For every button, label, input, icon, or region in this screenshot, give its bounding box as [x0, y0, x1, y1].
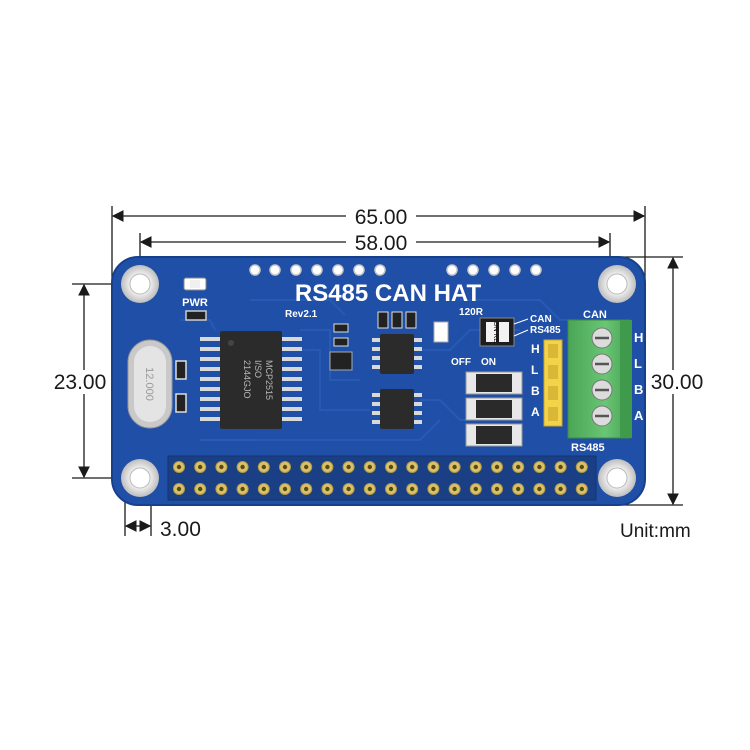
hole-offset-label: 3.00: [160, 518, 201, 541]
dip-switch: [433, 317, 515, 347]
gpio-pin-hole: [579, 464, 584, 470]
board-revision: Rev2.1: [285, 309, 318, 320]
gpio-pin-hole: [494, 464, 500, 470]
gpio-pin-hole: [304, 464, 309, 470]
resistor-a: [333, 323, 349, 333]
gpio-pin-hole: [367, 464, 372, 470]
gpio-pin-hole: [473, 464, 478, 470]
terminal-letter-h: H: [634, 330, 643, 345]
switch-leader-2: [513, 329, 529, 337]
resistor-c: [377, 311, 389, 329]
mount-hole-top-left: [121, 265, 159, 303]
gpio-pin-hole: [410, 486, 415, 492]
terminal-letter-l: L: [634, 356, 642, 371]
height-overall-label: 30.00: [651, 371, 704, 394]
cap-2: [175, 393, 187, 413]
gpio-pin-hole: [261, 486, 266, 492]
mount-hole-top-right: [598, 265, 636, 303]
transceiver-chip-2: [372, 389, 422, 429]
gpio-pin-hole: [176, 486, 182, 492]
gpio-pin-hole: [198, 464, 203, 470]
width-holes-label: 58.00: [355, 232, 408, 255]
gpio-pin-hole: [176, 464, 182, 470]
gpio-pin-hole: [240, 464, 245, 470]
pwr-label: PWR: [182, 297, 208, 309]
switch-leader-1: [513, 318, 529, 325]
pcb-board: PWR RS485 CAN HAT Rev2.1 MCP2515: [111, 256, 646, 506]
gpio-pin-hole: [452, 464, 457, 470]
mcu-marking-3: 2144GJO: [242, 360, 252, 399]
gpio-pin-hole: [473, 486, 478, 492]
gpio-pin-hole: [558, 486, 563, 492]
gpio-pin-hole: [346, 464, 351, 470]
gpio-pin-hole: [261, 464, 266, 470]
gpio-pin-hole: [346, 486, 351, 492]
tvs-diodes: [465, 371, 523, 447]
header-letter-h: H: [531, 342, 540, 356]
dip-switch-text: ON KE: [492, 321, 499, 343]
board-title: RS485 CAN HAT: [295, 280, 482, 307]
gpio-pin-hole: [452, 486, 457, 492]
mcu-marking-1: MCP2515: [264, 360, 274, 400]
gpio-pin-hole: [558, 464, 563, 470]
gpio-pin-hole: [494, 486, 500, 492]
switch-can-label: CAN: [530, 314, 552, 325]
height-holes-label: 23.00: [54, 371, 107, 394]
gpio-pin-hole: [516, 486, 521, 492]
terminal-letter-a: A: [634, 408, 644, 423]
gpio-pin-hole: [579, 486, 584, 492]
gpio-pin-hole: [367, 486, 372, 492]
gpio-pin-hole: [537, 464, 542, 470]
gpio-header: [167, 455, 597, 501]
resistor-e: [405, 311, 417, 329]
crystal: [127, 339, 173, 429]
mount-hole-bottom-left: [121, 459, 159, 497]
top-pads: [249, 264, 542, 276]
mount-hole-bottom-right: [598, 459, 636, 497]
on-label: ON: [481, 357, 496, 368]
gpio-pin-hole: [219, 464, 224, 470]
gpio-pin-hole: [325, 486, 330, 492]
unit-label: Unit:mm: [620, 521, 691, 542]
gpio-pin-hole: [410, 464, 415, 470]
gpio-pin-hole: [388, 486, 394, 492]
switch-rs485-label: RS485: [530, 325, 561, 336]
gpio-pin-hole: [431, 464, 436, 470]
header-letter-b: B: [531, 384, 540, 398]
terminal-rs485-label: RS485: [571, 442, 605, 454]
mcu-marking-2: I/SO: [253, 360, 263, 378]
transistor: [329, 351, 353, 371]
gpio-pin-hole: [304, 486, 309, 492]
gpio-pin-hole: [325, 464, 330, 470]
resistor-switch-label: 120R: [459, 307, 484, 318]
gpio-pin-hole: [516, 464, 521, 470]
pwr-resistor: [185, 310, 207, 321]
gpio-pin-hole: [219, 486, 224, 492]
gpio-pin-hole: [431, 486, 436, 492]
pwr-led: [183, 277, 207, 291]
header-letter-a: A: [531, 405, 540, 419]
mcu-chip: [200, 331, 302, 429]
header-letter-l: L: [531, 363, 538, 377]
terminal-block: [567, 319, 632, 439]
terminal-letter-b: B: [634, 382, 643, 397]
resistor-d: [391, 311, 403, 329]
transceiver-chip-1: [372, 334, 422, 374]
gpio-pin-hole: [198, 486, 203, 492]
pin-header-4: [543, 339, 563, 427]
gpio-pin-hole: [282, 486, 288, 492]
crystal-marking: 12.000: [143, 367, 155, 401]
gpio-pin-hole: [282, 464, 288, 470]
gpio-pin-hole: [240, 486, 245, 492]
width-overall-label: 65.00: [355, 206, 408, 229]
off-label: OFF: [451, 357, 471, 368]
gpio-pin-hole: [537, 486, 542, 492]
gpio-pin-hole: [388, 464, 394, 470]
terminal-can-label: CAN: [583, 309, 607, 321]
cap-1: [175, 360, 187, 380]
resistor-b: [333, 337, 349, 347]
